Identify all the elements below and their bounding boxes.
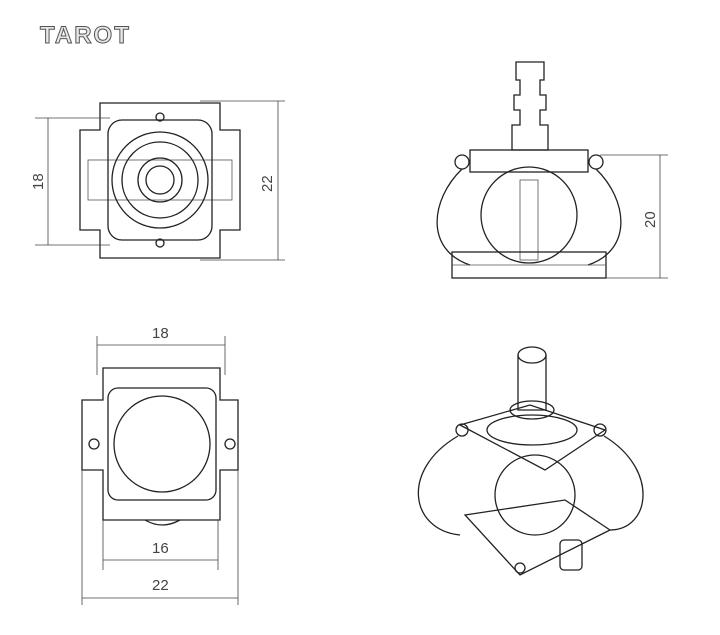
- dim-bottom-inner: 16: [152, 540, 169, 557]
- isometric-view: [417, 346, 644, 576]
- side-view: 20: [436, 61, 668, 279]
- dim-side-height: 20: [642, 211, 659, 228]
- top-view: 18 22: [30, 100, 285, 261]
- logo-text: TAROT: [40, 22, 131, 49]
- tarot-logo: TAROT: [40, 22, 131, 50]
- dim-bottom-top: 18: [152, 325, 169, 342]
- bottom-view: 18 16 22: [81, 325, 239, 605]
- dim-top-height: 22: [259, 175, 276, 192]
- dim-top-width: 18: [30, 173, 47, 190]
- dim-bottom-overall: 22: [152, 577, 169, 594]
